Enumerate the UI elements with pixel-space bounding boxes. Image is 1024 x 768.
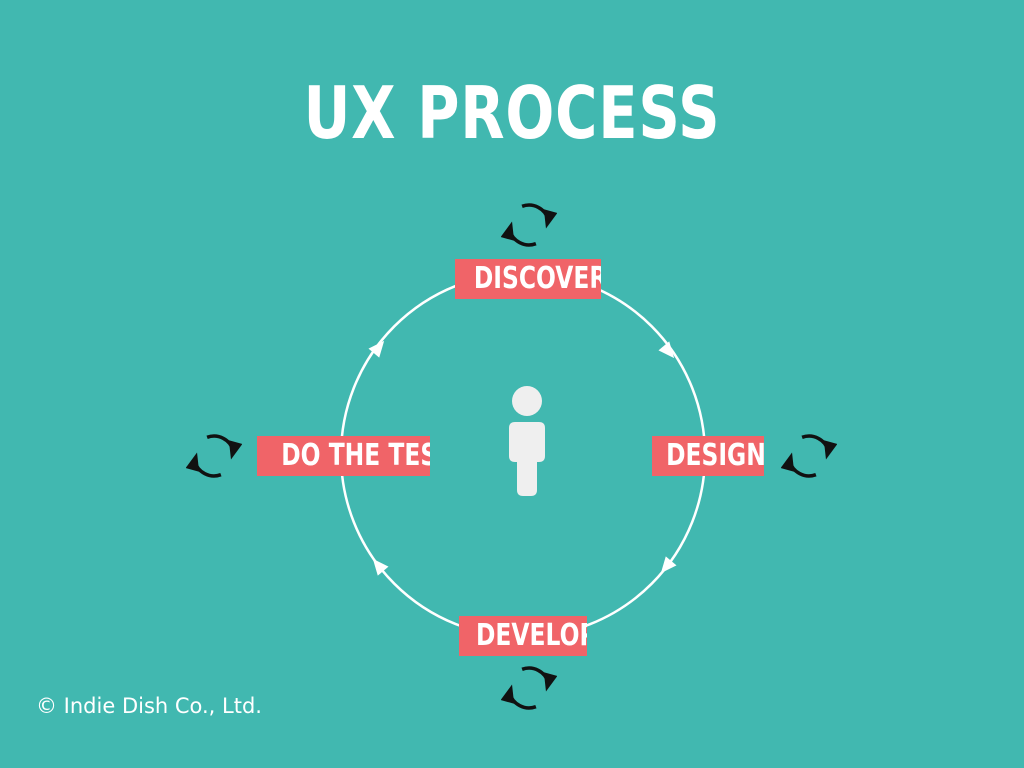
- ring-arrow-to-discover: [368, 340, 385, 358]
- person-icon: [509, 386, 545, 496]
- stage-label-discover: DISCOVER: [455, 259, 601, 299]
- stage-label-design: DESIGN: [652, 436, 764, 476]
- develop-refresh-icon: [501, 666, 557, 710]
- slide-title: UX PROCESS: [303, 71, 721, 155]
- ring-arrow-to-test: [372, 558, 389, 576]
- discover-refresh-icon: [501, 203, 557, 247]
- ring-arrow-to-develop: [660, 556, 677, 574]
- test-refresh-icon: [186, 434, 242, 478]
- stage-label-test: DO THE TEST: [257, 436, 430, 476]
- ring-arrow-to-design: [658, 341, 675, 359]
- stage-label-develop: DEVELOP: [459, 616, 587, 656]
- design-refresh-icon: [781, 434, 837, 478]
- stage-label-develop-text: DEVELOP: [476, 618, 587, 653]
- copyright-footer: © Indie Dish Co., Ltd.: [36, 694, 262, 718]
- stage-label-discover-text: DISCOVER: [473, 261, 601, 296]
- stage-label-test-text: DO THE TEST: [281, 438, 430, 473]
- stage-label-design-text: DESIGN: [666, 438, 764, 473]
